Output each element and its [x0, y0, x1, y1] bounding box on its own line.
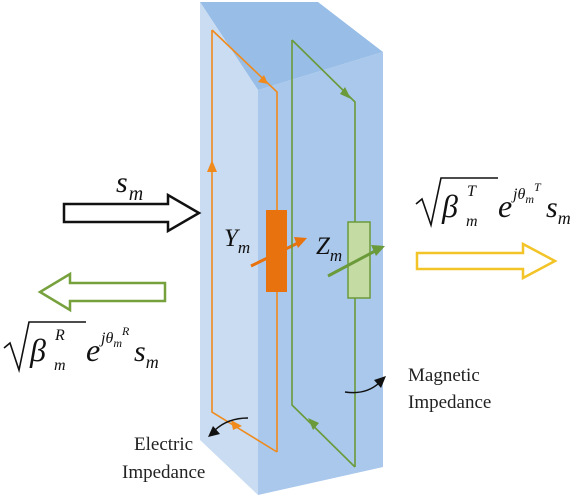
transmitted-wave-arrow [415, 241, 558, 281]
reflected-exponent: jθmR [99, 324, 130, 350]
reflected-beta-sub: m [54, 357, 66, 374]
electric-caption-line1: Electric [134, 434, 193, 455]
electric-loop-arrow-bottom [231, 420, 242, 430]
y-element-arrowhead [294, 237, 307, 248]
electric-loop [211, 29, 278, 453]
z-element-tunable-arrow [327, 248, 378, 278]
electric-loop-arrow-left [207, 160, 217, 172]
reflected-beta: β [29, 332, 46, 368]
incident-label: sm [116, 166, 143, 205]
reflected-sqrt-sign [3, 321, 86, 374]
reflected-beta-sup: R [54, 327, 65, 344]
incident-wave-arrow [62, 192, 202, 234]
magnetic-loop-arrow-bottom [308, 418, 319, 430]
magnetic-pointer-arrow [344, 382, 380, 394]
transmitted-expression: β T m e jθmT sm [415, 177, 571, 230]
transmitted-tail: sm [546, 191, 571, 228]
electric-caption-line2: Impedance [122, 462, 205, 483]
slab-front-face [200, 2, 258, 495]
z-element-arrowhead [371, 245, 385, 256]
electric-pointer-arrow [214, 417, 249, 431]
reflected-wave-arrow [37, 271, 167, 313]
slab-side-face [258, 52, 383, 495]
magnetic-loop [291, 39, 356, 468]
reflected-expression: β R m e jθmR sm [3, 321, 159, 374]
y-element-label: Ym [224, 225, 250, 257]
magnetic-caption-line1: Magnetic [408, 365, 480, 386]
magnetic-caption-line2: Impedance [408, 392, 491, 413]
electric-pointer-arrowhead [208, 426, 220, 437]
transmitted-beta-sub: m [466, 213, 478, 230]
electric-loop-arrow-top [258, 75, 268, 84]
reflected-tail: sm [134, 335, 159, 372]
magnetic-pointer-arrowhead [374, 376, 386, 388]
transmitted-exponent: jθmT [511, 180, 542, 206]
y-element [266, 210, 287, 292]
transmitted-beta-sup: T [467, 183, 477, 200]
magnetic-loop-arrow-top [340, 87, 351, 99]
transmitted-sqrt-sign [415, 177, 498, 228]
reflected-exp-base: e [86, 332, 100, 368]
transmitted-exp-base: e [498, 188, 512, 224]
z-element-label: Zm [316, 233, 342, 265]
transmitted-beta: β [441, 188, 458, 224]
